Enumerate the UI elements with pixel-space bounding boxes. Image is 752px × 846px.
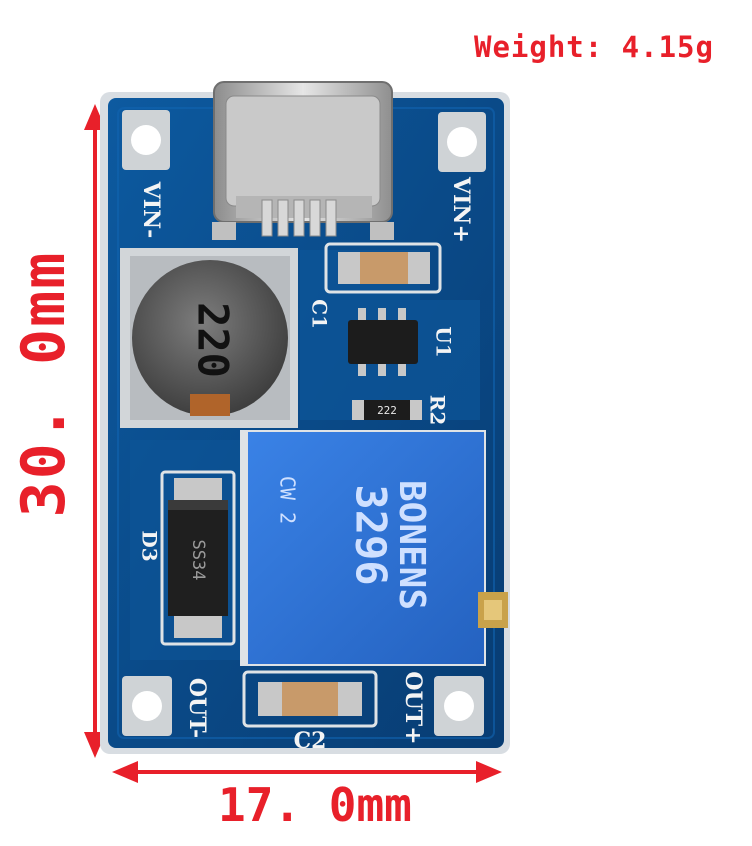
resistor-code: 222 [377,404,397,417]
diode-d3: SS34 [160,470,236,646]
usb-c-connector [212,81,394,240]
inductor-code: 220 [189,302,238,378]
label-d3: D3 [138,530,162,561]
label-out-minus: OUT- [184,678,210,738]
mounting-hole-bottom-left [122,676,172,736]
label-c1: C1 [308,299,332,329]
label-vin-minus: VIN- [138,181,164,239]
capacitor-c1 [324,242,442,294]
label-vin-plus: VIN+ [448,176,474,243]
potentiometer: BONENS 3296 CW 2 [240,430,508,666]
label-r2: R2 [426,395,450,426]
weight-label: Weight: 4.15g [474,30,714,64]
pot-marking: CW 2 [276,476,300,524]
width-dimension-label: 17. 0mm [218,778,412,832]
label-u1: U1 [432,326,456,357]
pot-brand: BONENS [391,480,432,610]
resistor-r2: 222 [352,400,422,420]
label-out-plus: OUT+ [400,671,426,744]
mounting-hole-bottom-right [434,676,484,736]
pot-model: 3296 [347,484,396,585]
capacitor-c2 [242,670,378,728]
mounting-hole-top-right [438,112,486,172]
width-dimension-arrow [112,761,502,783]
ic-u1 [348,308,418,376]
label-c2: C2 [294,728,327,754]
inductor: 220 [120,248,298,428]
diode-code: SS34 [188,540,208,581]
mounting-hole-top-left [122,110,170,170]
